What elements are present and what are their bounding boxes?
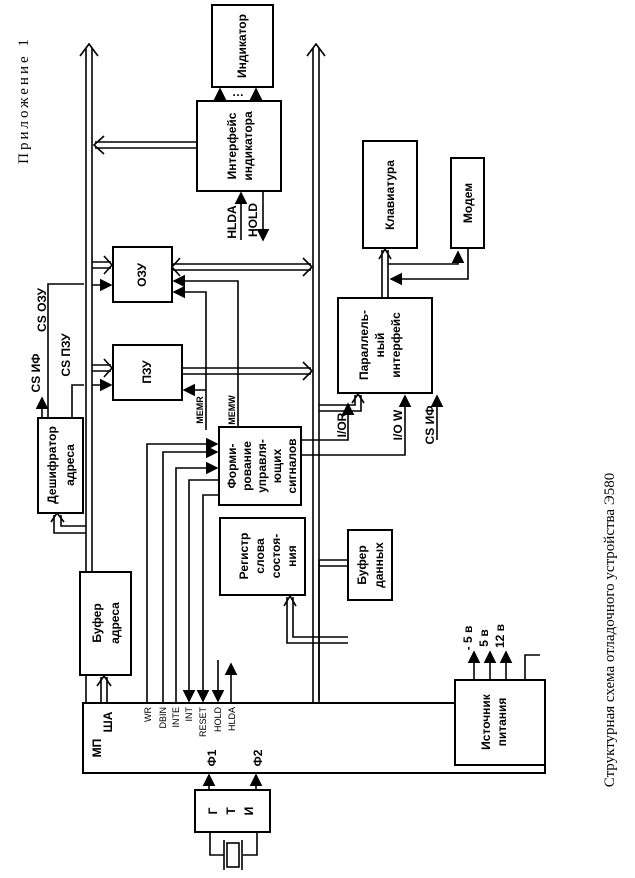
cs-if-parallel-label: CS ИФ — [423, 406, 437, 445]
power-supply-label: Источник — [479, 693, 493, 750]
dbin-label: DBIN — [158, 707, 168, 729]
diagram-caption: Структурная схема отладочного устройства… — [602, 473, 618, 787]
rom-label: ПЗУ — [140, 360, 154, 384]
address-buffer-label: Буфер — [90, 603, 104, 642]
appendix-title: Приложение 1 — [16, 36, 32, 164]
modem-block: Модем — [450, 157, 485, 249]
memw-label: MEMW — [227, 395, 237, 425]
keyboard-block: Клавиатура — [362, 140, 418, 249]
parallel-interface-label: интерфейс — [389, 312, 403, 378]
status-register-label: Регистр — [237, 533, 251, 580]
ground-icon — [524, 654, 540, 680]
hold-label: HOLD — [213, 707, 223, 733]
indicator-dots: … — [232, 85, 244, 99]
status-register-label: состоя- — [269, 534, 283, 578]
power-supply-block: Источник питания — [454, 679, 546, 766]
address-buffer-block: Буфер адреса — [79, 571, 132, 676]
address-buffer-label: адреса — [108, 602, 122, 644]
hold-label: HOLD — [246, 203, 260, 237]
rom-block: ПЗУ — [112, 344, 183, 401]
control-label: управля- — [255, 439, 269, 493]
clock-label: Т — [224, 807, 238, 815]
reset-label: RESET — [198, 707, 208, 738]
decoder-label: адреса — [63, 444, 77, 486]
control-label: ющих — [270, 448, 284, 483]
cpu-label: МП — [90, 739, 104, 758]
phi2-label: Ф2 — [251, 749, 265, 766]
iow-label: I/O W — [391, 409, 405, 440]
voltage-label: 12 в — [493, 624, 507, 648]
control-signals-block: Форми- рование управля- ющих сигналов — [218, 426, 302, 506]
status-register-label: ния — [285, 545, 299, 567]
control-label: Форми- — [225, 444, 239, 489]
indicator-interface-label: Интерфейс — [225, 112, 239, 179]
hlda-label: HLDA — [227, 707, 237, 731]
keyboard-label: Клавиатура — [383, 160, 397, 230]
control-label: рование — [240, 441, 254, 491]
voltage-label: - 5 в — [461, 626, 475, 651]
cs-if-label: CS ИФ — [29, 354, 43, 393]
int-label: INT — [184, 707, 194, 722]
clock-generator-block: Г Т И — [194, 789, 271, 833]
cs-rom-label: CS ПЗУ — [59, 333, 73, 377]
clock-label: Г — [206, 807, 220, 814]
voltage-label: 5 в — [477, 629, 491, 646]
memr-label: MEMR — [195, 396, 205, 424]
phi1-label: Ф1 — [205, 749, 219, 766]
cs-ram-label: CS ОЗУ — [35, 288, 49, 332]
ram-block: ОЗУ — [112, 246, 173, 303]
parallel-interface-label: ный — [373, 333, 387, 358]
data-buffer-block: Буфер данных — [347, 529, 393, 601]
status-register-block: Регистр слова состоя- ния — [219, 517, 306, 596]
data-buffer-label: Буфер — [355, 545, 369, 584]
ior-label: I/OR — [335, 412, 349, 437]
decoder-label: Дешифратор — [45, 426, 59, 504]
wr-label: WR — [143, 707, 153, 722]
indicator-block: Индикатор — [211, 4, 274, 88]
ram-label: ОЗУ — [135, 263, 149, 287]
parallel-interface-block: Параллель- ный интерфейс — [337, 297, 433, 394]
control-label: сигналов — [285, 438, 299, 493]
indicator-interface-block: Интерфейс индикатора — [196, 100, 282, 192]
indicator-interface-label: индикатора — [241, 111, 255, 181]
crystal-icon — [209, 832, 258, 870]
address-decoder-block: Дешифратор адреса — [37, 417, 84, 514]
parallel-interface-label: Параллель- — [357, 310, 371, 380]
modem-label: Модем — [461, 183, 475, 223]
data-buffer-label: данных — [372, 542, 386, 588]
hlda-label: HLDA — [225, 205, 239, 239]
indicator-label: Индикатор — [235, 14, 249, 78]
power-supply-label: питания — [495, 698, 509, 747]
clock-label: И — [242, 807, 256, 816]
status-register-label: слова — [253, 538, 267, 574]
inte-label: INTE — [171, 707, 181, 728]
cpu-address-pin-label: ША — [101, 711, 115, 732]
